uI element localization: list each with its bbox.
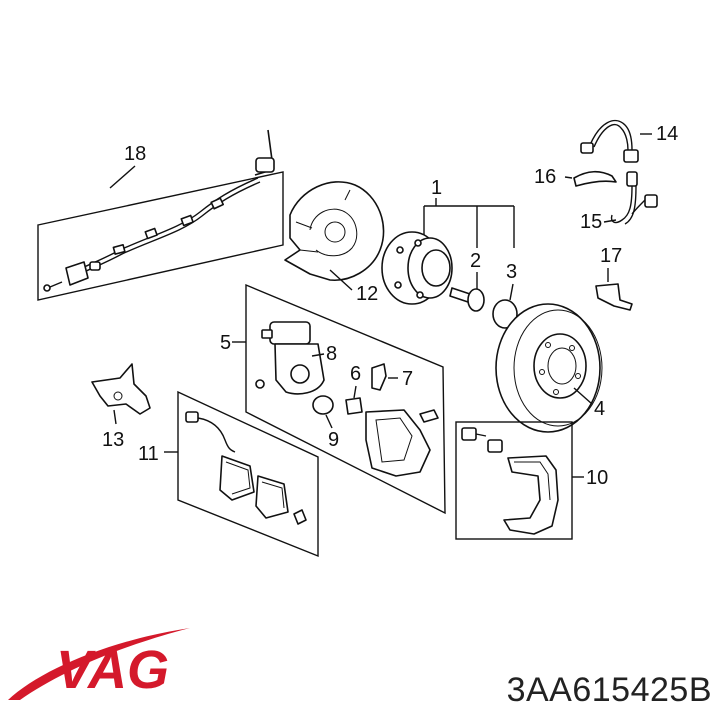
part-number: 3AA615425B [506,671,712,709]
label-7: 7 [402,368,413,390]
dust-shield-group: 12 [284,181,385,305]
vag-logo: VAG [8,628,190,700]
label-15: 15 [580,211,602,233]
label-13: 13 [102,429,124,451]
caliper-group: 5 8 6 7 9 [220,283,446,515]
label-3: 3 [506,261,517,283]
label-14: 14 [656,123,678,145]
label-8: 8 [326,343,337,365]
brake-hose-group: 14 16 15 [534,119,678,233]
abs-sensor-group: 18 [37,129,284,301]
label-6: 6 [350,363,361,385]
label-9: 9 [328,429,339,451]
wheel-hub-group: 1 2 3 [381,177,518,329]
label-12: 12 [356,283,378,305]
label-1: 1 [431,177,442,199]
bracket-17-group: 17 [595,245,633,311]
label-17: 17 [600,245,622,267]
caliper-carrier-group: 10 [455,421,608,540]
label-5: 5 [220,332,231,354]
label-4: 4 [594,398,605,420]
label-18: 18 [124,143,146,165]
bracket-13-group: 13 [91,363,151,451]
vag-logo-text: VAG [56,640,169,700]
label-16: 16 [534,166,556,188]
brake-disc-group: 4 [495,303,605,433]
label-11: 11 [138,443,159,465]
brake-pads-group: 11 [138,390,319,558]
label-2: 2 [470,250,481,272]
label-10: 10 [586,467,608,489]
